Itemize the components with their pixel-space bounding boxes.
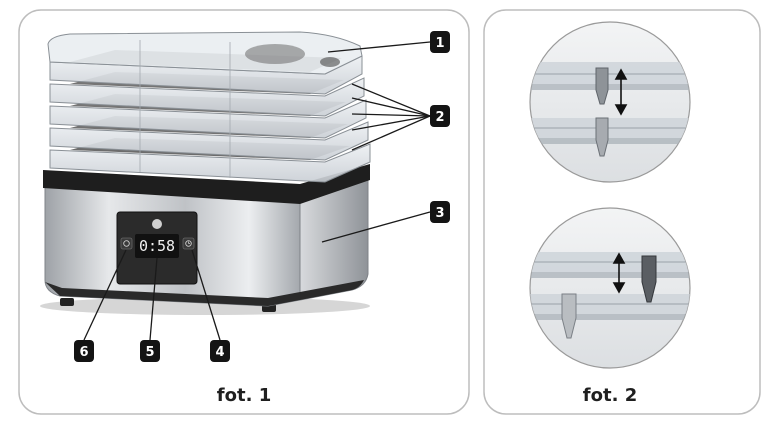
- callout-5-label: 5: [145, 345, 154, 360]
- tray-stack: [47, 31, 371, 183]
- callout-4: 4: [210, 340, 230, 362]
- lid-vent: [245, 44, 305, 64]
- tray-pin-dark: [641, 255, 657, 303]
- callout-3-label: 3: [435, 206, 444, 221]
- food-dehydrator: 0:58: [40, 31, 371, 315]
- detail-lens-top: [529, 21, 691, 183]
- height-arrow-bottom: [612, 252, 626, 294]
- power-button[interactable]: [120, 237, 133, 250]
- callout-1: 1: [430, 31, 450, 53]
- callout-5: 5: [140, 340, 160, 362]
- callout-6-label: 6: [79, 345, 88, 360]
- tray-pin-light: [561, 293, 577, 339]
- callout-6: 6: [74, 340, 94, 362]
- tray-pin-lower: [595, 117, 609, 157]
- clock-icon: [185, 240, 192, 247]
- leader-lines: [83, 41, 431, 341]
- lid: [47, 31, 363, 75]
- callout-2-label: 2: [435, 110, 444, 125]
- figure1-caption: fot. 1: [217, 385, 271, 406]
- callout-3: 3: [430, 201, 450, 223]
- power-icon: [123, 240, 130, 247]
- callout-4-label: 4: [215, 345, 224, 360]
- detail-lens-bottom: [529, 207, 691, 369]
- foot-left: [60, 298, 74, 306]
- figure2-caption: fot. 2: [583, 385, 637, 406]
- callout-2: 2: [430, 105, 450, 127]
- display: [135, 234, 179, 258]
- display-readout: 0:58: [139, 237, 175, 255]
- base-rim: [43, 164, 370, 204]
- base-bottom-trim: [45, 280, 364, 306]
- tray-pin-upper: [595, 67, 609, 105]
- height-arrow-top: [614, 68, 628, 116]
- callout-1-label: 1: [435, 36, 444, 51]
- brand-logo: [152, 219, 162, 229]
